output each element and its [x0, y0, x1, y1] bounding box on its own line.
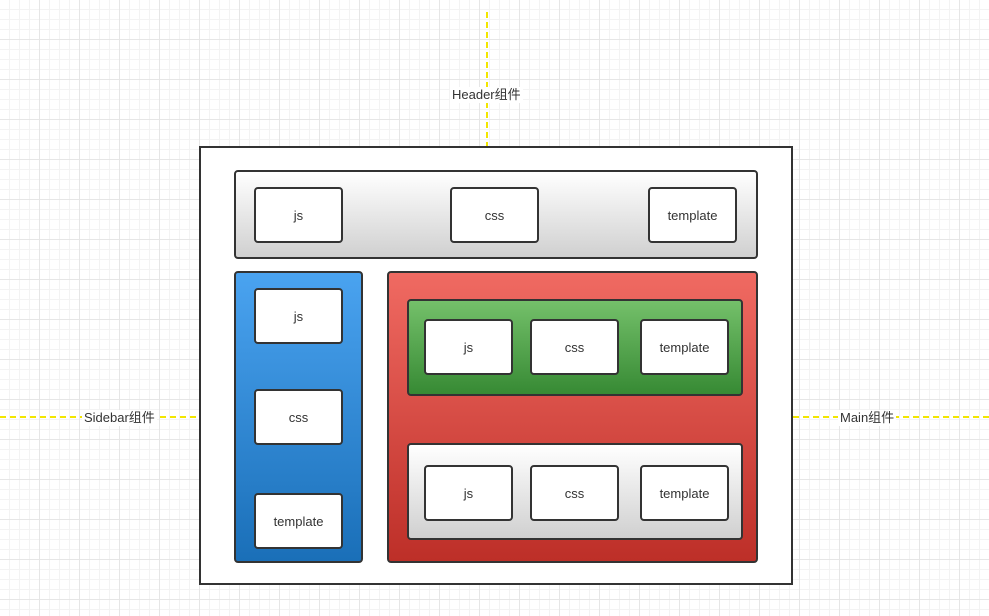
main-bottom-template-box: template	[640, 465, 729, 521]
main-top-js-box: js	[424, 319, 513, 375]
main-top-css-box: css	[530, 319, 619, 375]
header-css-box: css	[450, 187, 539, 243]
header-js-box: js	[254, 187, 343, 243]
main-bottom-js-box: js	[424, 465, 513, 521]
sidebar-template-box: template	[254, 493, 343, 549]
main-component-label: Main组件	[838, 410, 897, 426]
sidebar-js-box: js	[254, 288, 343, 344]
main-top-template-box: template	[640, 319, 729, 375]
header-template-box: template	[648, 187, 737, 243]
sidebar-css-box: css	[254, 389, 343, 445]
header-component-label: Header组件	[450, 87, 523, 103]
sidebar-component-label: Sidebar组件	[82, 410, 157, 426]
main-bottom-css-box: css	[530, 465, 619, 521]
